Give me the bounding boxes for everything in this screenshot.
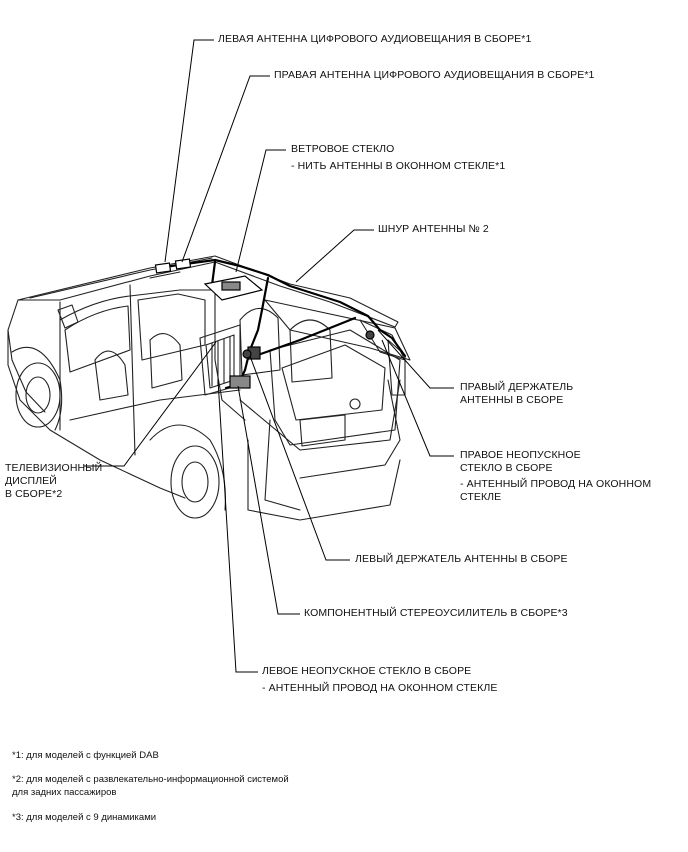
label-windshield-detail: - НИТЬ АНТЕННЫ В ОКОННОМ СТЕКЛЕ*1 <box>291 160 506 172</box>
label-right-glass-3: - АНТЕННЫЙ ПРОВОД НА ОКОННОМ <box>460 478 652 490</box>
footnote-2-line-2: для задних пассажиров <box>12 787 117 798</box>
footnote-2-line-1: *2: для моделей с развлекательно-информа… <box>12 774 289 785</box>
label-right-antenna-holder-2: АНТЕННЫ В СБОРЕ <box>460 394 564 406</box>
label-right-glass-1: ПРАВОЕ НЕОПУСКНОЕ <box>460 449 581 461</box>
leader-lines <box>84 39 454 673</box>
label-tv-display-2: ДИСПЛЕЙ <box>5 475 57 487</box>
label-right-glass-4: СТЕКЛЕ <box>460 491 502 503</box>
footnote-1: *1: для моделей с функцией DAB <box>12 750 159 761</box>
label-left-glass-1: ЛЕВОЕ НЕОПУСКНОЕ СТЕКЛО В СБОРЕ <box>262 665 472 677</box>
label-left-antenna-holder: ЛЕВЫЙ ДЕРЖАТЕЛЬ АНТЕННЫ В СБОРЕ <box>355 553 568 565</box>
label-right-dab-antenna: ПРАВАЯ АНТЕННА ЦИФРОВОГО АУДИОВЕЩАНИЯ В … <box>274 69 595 81</box>
vehicle-outline <box>7 255 411 521</box>
label-tv-display-3: В СБОРЕ*2 <box>5 488 63 500</box>
label-left-dab-antenna: ЛЕВАЯ АНТЕННА ЦИФРОВОГО АУДИОВЕЩАНИЯ В С… <box>218 33 532 45</box>
antenna-components <box>154 258 375 389</box>
label-right-antenna-holder-1: ПРАВЫЙ ДЕРЖАТЕЛЬ <box>460 381 574 393</box>
label-right-glass-2: СТЕКЛО В СБОРЕ <box>460 462 553 474</box>
label-stereo-amplifier: КОМПОНЕНТНЫЙ СТЕРЕОУСИЛИТЕЛЬ В СБОРЕ*3 <box>304 607 568 619</box>
label-windshield: ВЕТРОВОЕ СТЕКЛО <box>291 143 395 155</box>
label-antenna-cord-2: ШНУР АНТЕННЫ № 2 <box>378 223 489 235</box>
footnote-3: *3: для моделей с 9 динамиками <box>12 812 157 823</box>
label-tv-display-1: ТЕЛЕВИЗИОННЫЙ <box>5 462 103 474</box>
label-left-glass-2: - АНТЕННЫЙ ПРОВОД НА ОКОННОМ СТЕКЛЕ <box>262 682 498 694</box>
